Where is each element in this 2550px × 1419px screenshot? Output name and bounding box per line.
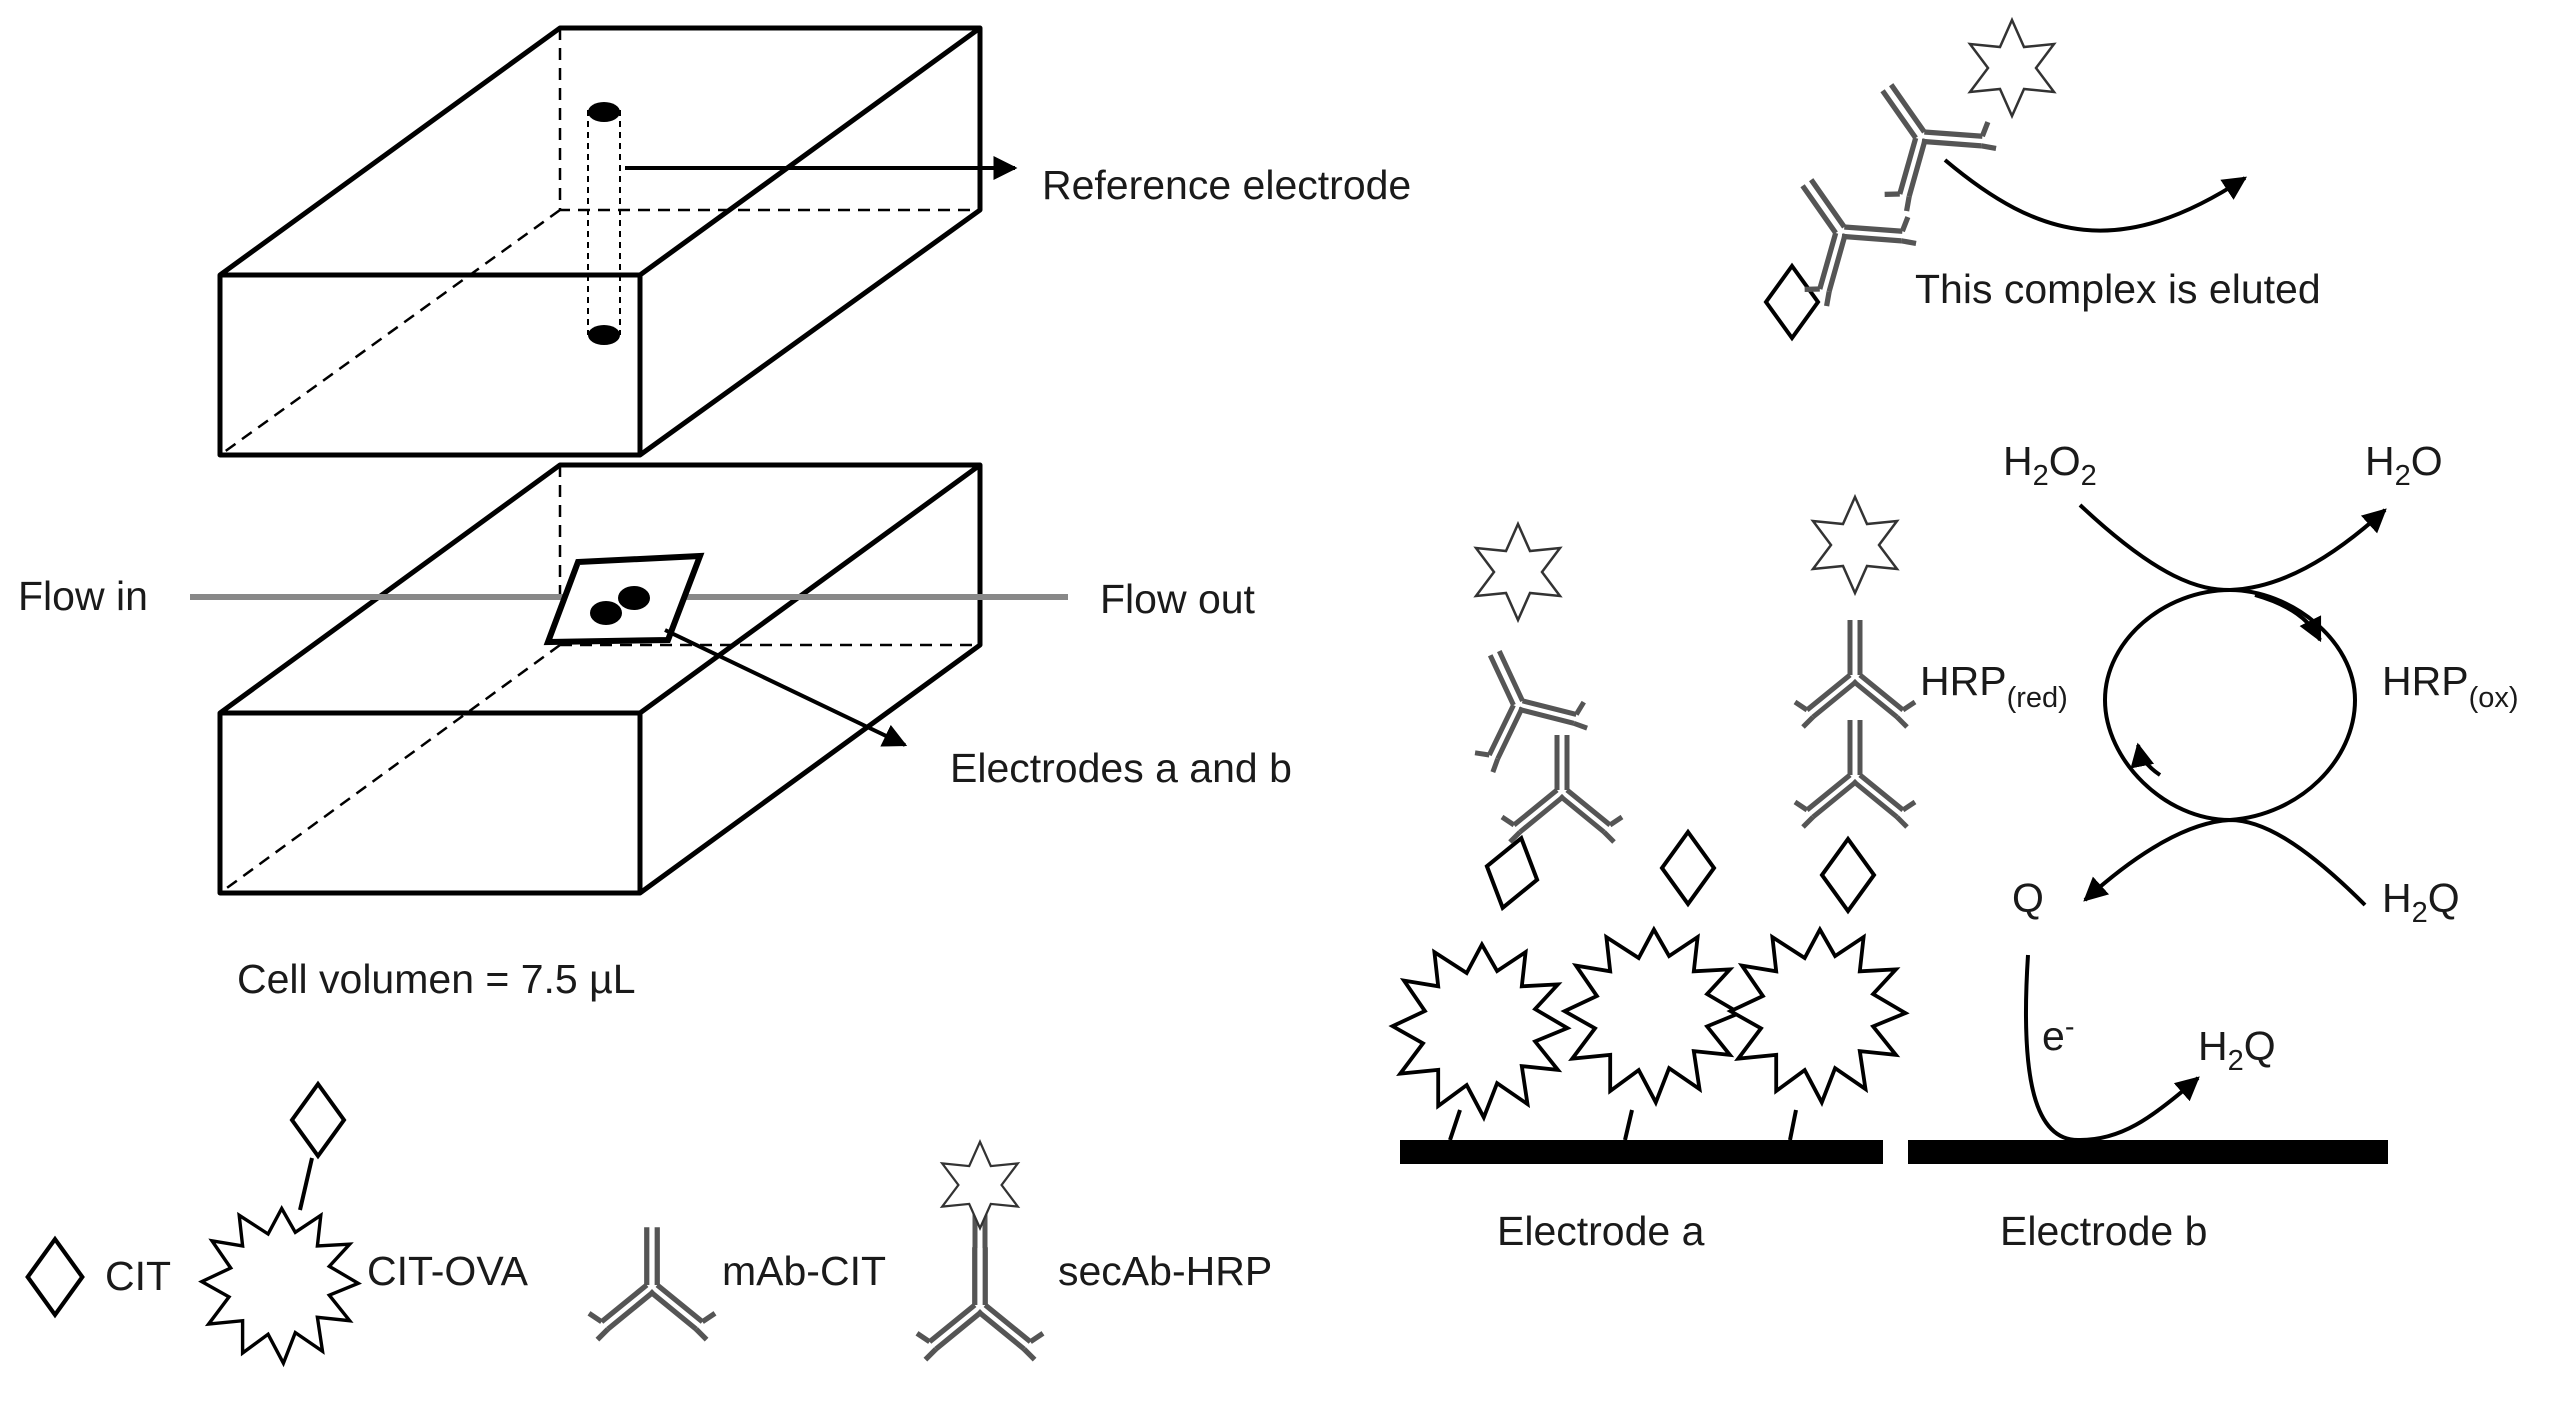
star-icon <box>1811 495 1899 595</box>
diamond-icon <box>1764 264 1820 340</box>
legend-cit-ova-label: CIT-OVA <box>367 1248 529 1294</box>
elution-arrow <box>1943 158 2248 233</box>
h2o2-label: H2O2 <box>2003 438 2097 492</box>
y-antibody-icon <box>917 1247 1043 1359</box>
starburst-icon <box>1390 942 1570 1120</box>
arrow-electrodes <box>664 628 908 747</box>
complex-eluted-label: This complex is eluted <box>1915 266 2321 312</box>
electron-arrow <box>2023 954 2200 1143</box>
electrode-b-bar <box>1908 1140 2388 1164</box>
h2q-bottom-label: H2Q <box>2198 1023 2276 1077</box>
y-antibody-icon <box>1440 628 1594 776</box>
starburst-icon <box>200 1206 360 1365</box>
flow-in-label: Flow in <box>18 573 148 619</box>
diamond-icon <box>28 1239 83 1315</box>
star-icon <box>1474 522 1562 622</box>
legend: CIT CIT-OVA mAb-CIT secAb-HRP <box>28 1082 1272 1365</box>
diamond-icon <box>1820 837 1876 913</box>
electrode-a-assembly: Electrode a <box>1390 495 1915 1254</box>
flow-cell-diagram: Reference electrode Flow in Flow out Ele… <box>18 25 1411 1002</box>
star-icon <box>941 1140 1019 1230</box>
electrode-plate <box>543 552 705 646</box>
star-icon <box>1968 18 2056 118</box>
reference-electrode-label: Reference electrode <box>1042 162 1411 208</box>
flow-out-label: Flow out <box>1100 576 1256 622</box>
electrode-a-label: Electrode a <box>1497 1208 1705 1254</box>
h2o-label: H2O <box>2365 438 2443 492</box>
legend-mab-cit-label: mAb-CIT <box>722 1248 886 1294</box>
q-label: Q <box>2012 875 2044 921</box>
hrp-ox-label: HRP(ox) <box>2382 658 2519 714</box>
electrode-b-assembly: e- H2Q Electrode b <box>1908 954 2388 1254</box>
reference-electrode-rod <box>587 102 621 345</box>
y-antibody-icon <box>1835 52 2003 216</box>
h2q-right-label: H2Q <box>2382 875 2460 929</box>
legend-secab-hrp-label: secAb-HRP <box>1058 1248 1272 1294</box>
y-antibody-icon <box>589 1227 715 1339</box>
legend-cit-label: CIT <box>105 1253 171 1299</box>
y-antibody-icon <box>1502 735 1622 842</box>
starburst-icon <box>1562 927 1742 1105</box>
starburst-icon <box>1728 927 1908 1105</box>
eluted-complex: This complex is eluted <box>1755 18 2321 340</box>
hrp-red-label: HRP(red) <box>1920 658 2068 714</box>
diamond-icon <box>1475 829 1549 917</box>
y-antibody-icon <box>1795 620 1915 727</box>
lower-block <box>217 462 983 896</box>
redox-cycle: H2O2 H2O HRP(ox) Q H2Q <box>2003 438 2519 929</box>
electrode-b-label: Electrode b <box>2000 1208 2207 1254</box>
cell-volume-label: Cell volumen = 7.5 µL <box>237 956 636 1002</box>
diamond-icon <box>1660 830 1716 906</box>
diamond-icon <box>290 1082 346 1158</box>
upper-block <box>217 25 983 458</box>
y-antibody-icon <box>1795 720 1915 827</box>
electrode-a-bar <box>1400 1140 1883 1164</box>
electrodes-ab-label: Electrodes a and b <box>950 745 1292 791</box>
electron-label: e- <box>2042 1011 2074 1059</box>
